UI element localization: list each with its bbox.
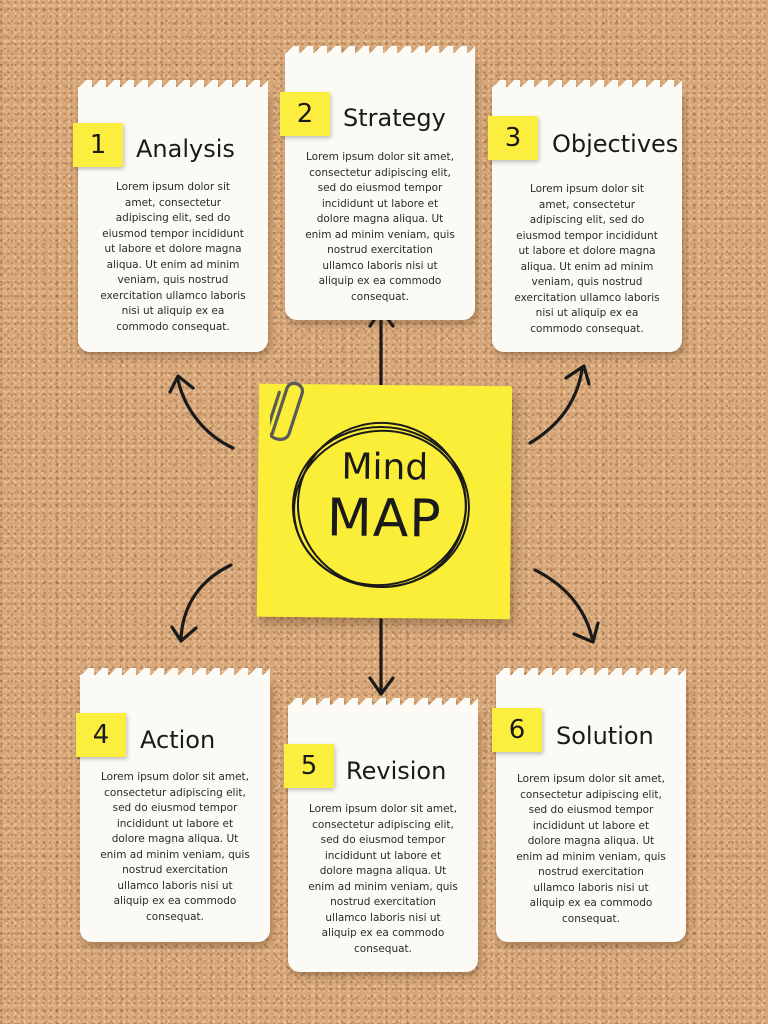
step-number-badge: 2 bbox=[280, 92, 330, 136]
note-title: Solution bbox=[556, 722, 654, 750]
paperclip-icon bbox=[270, 381, 305, 441]
center-sticky-note: Mind MAP bbox=[256, 383, 513, 620]
note-title: Action bbox=[140, 726, 216, 754]
step-number-badge: 5 bbox=[284, 744, 334, 788]
step-number-badge: 6 bbox=[492, 708, 542, 752]
arrow-to-analysis bbox=[176, 378, 235, 450]
note-body: Lorem ipsum dolor sit amet, consectetur … bbox=[100, 181, 246, 333]
arrow-to-action bbox=[179, 563, 233, 640]
arrow-to-solution bbox=[533, 568, 594, 640]
note-body: Lorem ipsum dolor sit amet, consectetur … bbox=[516, 773, 666, 925]
note-title: Objectives bbox=[552, 130, 679, 158]
center-title-line1: Mind bbox=[341, 446, 429, 489]
scribble-circle bbox=[291, 421, 470, 589]
note-body: Lorem ipsum dolor sit amet, consectetur … bbox=[308, 803, 458, 955]
center-title-line2: MAP bbox=[326, 488, 443, 550]
note-strategy: Lorem ipsum dolor sit amet, consectetur … bbox=[285, 46, 475, 320]
arrow-to-objectives bbox=[528, 368, 584, 445]
step-number-badge: 3 bbox=[488, 116, 538, 160]
note-title: Analysis bbox=[136, 135, 235, 163]
note-title: Strategy bbox=[343, 104, 446, 132]
note-body: Lorem ipsum dolor sit amet, consectetur … bbox=[305, 151, 455, 303]
step-number-badge: 1 bbox=[73, 123, 123, 167]
note-solution: Lorem ipsum dolor sit amet, consectetur … bbox=[496, 668, 686, 942]
note-title: Revision bbox=[346, 757, 447, 785]
note-body: Lorem ipsum dolor sit amet, consectetur … bbox=[514, 183, 660, 335]
note-body: Lorem ipsum dolor sit amet, consectetur … bbox=[100, 771, 250, 923]
step-number-badge: 4 bbox=[76, 713, 126, 757]
